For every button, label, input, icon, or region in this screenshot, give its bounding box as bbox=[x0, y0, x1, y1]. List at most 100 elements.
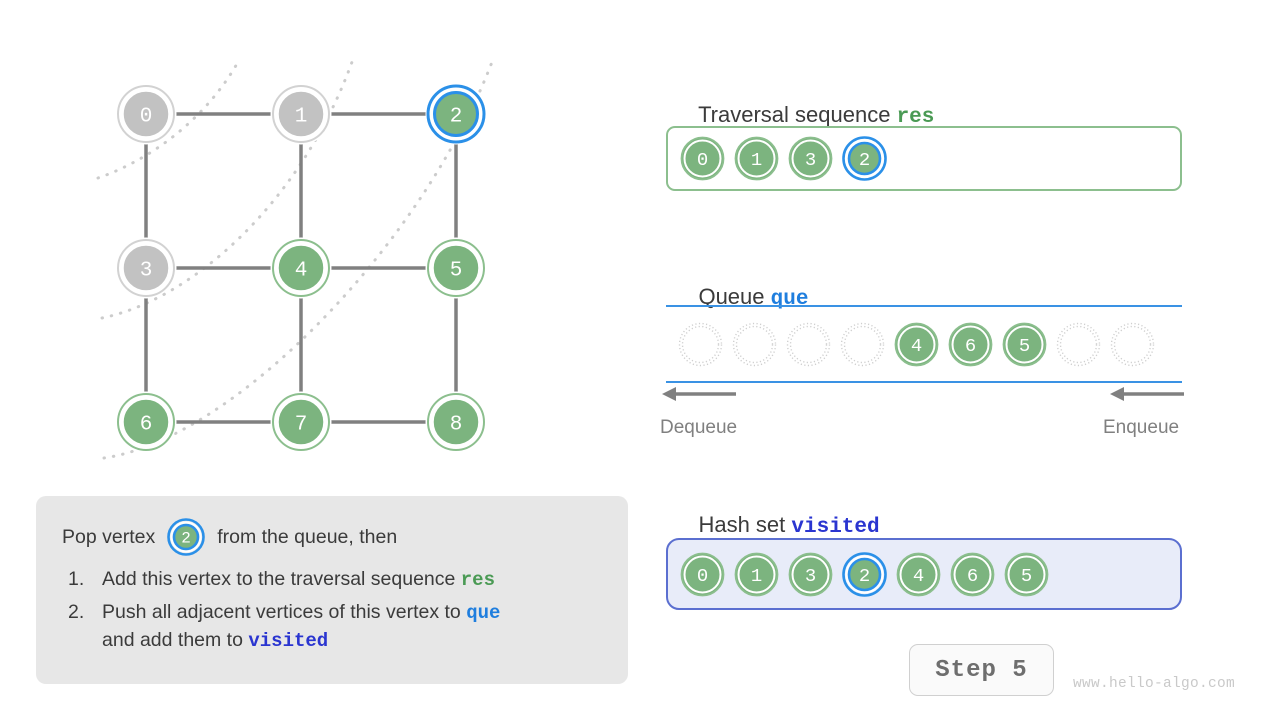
chip-label: 4 bbox=[913, 565, 924, 587]
visited-item[interactable]: 0 bbox=[680, 552, 725, 597]
res-item-graphic: 1 bbox=[734, 136, 779, 181]
chip-gap-ring bbox=[951, 325, 990, 363]
res-item-graphic: 2 bbox=[842, 136, 887, 181]
queue-empty-slot-graphic bbox=[1056, 322, 1101, 366]
chip-label: 5 bbox=[1019, 335, 1030, 357]
graph-node-8[interactable]: 8 bbox=[425, 391, 487, 453]
queue-rail-bottom bbox=[666, 381, 1182, 383]
chip-gap-ring bbox=[845, 554, 884, 594]
node-label: 0 bbox=[140, 106, 153, 129]
node-outer-ring bbox=[117, 393, 175, 451]
que-title-text: Queue bbox=[698, 284, 771, 309]
chip-label: 5 bbox=[1021, 565, 1032, 587]
queue-item[interactable]: 4 bbox=[894, 322, 939, 367]
node-body bbox=[431, 397, 481, 447]
node-label: 4 bbox=[295, 260, 308, 283]
queue-item-graphic: 5 bbox=[1002, 322, 1047, 366]
step2-text-line2: and add them to bbox=[102, 629, 249, 651]
res-item[interactable]: 3 bbox=[788, 136, 833, 181]
visited-item[interactable]: 5 bbox=[1004, 552, 1049, 597]
description-chip[interactable]: 2 bbox=[167, 518, 206, 561]
queue-empty-slot[interactable] bbox=[732, 322, 777, 367]
node-label: 7 bbox=[295, 414, 308, 437]
node-body bbox=[276, 89, 326, 139]
graph-node-3[interactable]: 3 bbox=[115, 237, 177, 299]
empty-slot-dotted-ring-1 bbox=[1113, 325, 1152, 363]
chip-gap-ring bbox=[1005, 325, 1044, 363]
enqueue-arrow-icon bbox=[1110, 387, 1184, 401]
graph-node-2[interactable]: 2 bbox=[425, 83, 487, 145]
chip-label: 3 bbox=[805, 565, 816, 587]
res-item[interactable]: 2 bbox=[842, 136, 887, 181]
visited-item-graphic: 5 bbox=[1004, 552, 1049, 596]
description-head-suffix: from the queue, then bbox=[217, 526, 398, 548]
node-outer-ring bbox=[427, 393, 485, 451]
chip-label: 3 bbox=[805, 149, 816, 171]
watermark: www.hello-algo.com bbox=[1073, 676, 1236, 692]
chip-body bbox=[847, 557, 882, 591]
node-body bbox=[121, 397, 171, 447]
node-label: 5 bbox=[450, 260, 463, 283]
node-label: 6 bbox=[140, 414, 153, 437]
chip-outer-ring bbox=[842, 136, 887, 181]
visited-item-graphic: 6 bbox=[950, 552, 995, 596]
chip-gap-ring bbox=[899, 555, 938, 593]
chip-label: 1 bbox=[751, 565, 762, 587]
graph-node-7[interactable]: 7 bbox=[270, 391, 332, 453]
queue-empty-slot[interactable] bbox=[786, 322, 831, 367]
res-item[interactable]: 1 bbox=[734, 136, 779, 181]
node-outer-ring bbox=[117, 239, 175, 297]
graph-node-5[interactable]: 5 bbox=[425, 237, 487, 299]
node-gap-ring bbox=[430, 88, 482, 140]
queue-empty-slot-graphic bbox=[678, 322, 723, 366]
queue-empty-slot[interactable] bbox=[1110, 322, 1155, 367]
chip-label: 2 bbox=[859, 565, 870, 587]
queue-item-graphic: 4 bbox=[894, 322, 939, 366]
node-outer-ring bbox=[427, 239, 485, 297]
res-item[interactable]: 0 bbox=[680, 136, 725, 181]
visited-item-graphic: 0 bbox=[680, 552, 725, 596]
visited-title-code: visited bbox=[791, 516, 880, 539]
chip-label: 0 bbox=[697, 565, 708, 587]
queue-item[interactable]: 5 bbox=[1002, 322, 1047, 367]
graph-node-6[interactable]: 6 bbox=[115, 391, 177, 453]
queue-empty-slot[interactable] bbox=[840, 322, 885, 367]
queue-empty-slot-graphic bbox=[732, 322, 777, 366]
queue-slots: 4 6 5 bbox=[666, 305, 1182, 383]
chip-label: 0 bbox=[697, 149, 708, 171]
empty-slot-dotted-ring-0 bbox=[1056, 322, 1101, 366]
chip-label: 6 bbox=[965, 335, 976, 357]
visited-item-graphic: 4 bbox=[896, 552, 941, 596]
step1-text: Add this vertex to the traversal sequenc… bbox=[102, 568, 461, 590]
dequeue-label: Dequeue bbox=[660, 417, 738, 438]
graph-node-0[interactable]: 0 bbox=[115, 83, 177, 145]
description-head-prefix: Pop vertex bbox=[62, 526, 156, 548]
node-outer-ring bbox=[272, 393, 330, 451]
empty-slot-dotted-ring-1 bbox=[735, 325, 774, 363]
graph-node-1[interactable]: 1 bbox=[270, 83, 332, 145]
chip-gap-ring bbox=[737, 555, 776, 593]
chip-gap-ring bbox=[953, 555, 992, 593]
queue-item[interactable]: 6 bbox=[948, 322, 993, 367]
node-body bbox=[121, 243, 171, 293]
visited-item[interactable]: 1 bbox=[734, 552, 779, 597]
graph-node-4[interactable]: 4 bbox=[270, 237, 332, 299]
visited-item[interactable]: 6 bbox=[950, 552, 995, 597]
queue-empty-slot[interactable] bbox=[1056, 322, 1101, 367]
queue-item-graphic: 6 bbox=[948, 322, 993, 366]
queue-rail-top bbox=[666, 305, 1182, 307]
visited-item[interactable]: 4 bbox=[896, 552, 941, 597]
visited-item[interactable]: 3 bbox=[788, 552, 833, 597]
node-body bbox=[276, 397, 326, 447]
node-body bbox=[431, 243, 481, 293]
description-headline: Pop vertex 2 from the queue, then bbox=[62, 518, 602, 556]
chip-label: 1 bbox=[751, 149, 762, 171]
description-step-2: Push all adjacent vertices of this verte… bbox=[62, 599, 602, 656]
queue-arrows bbox=[660, 382, 1190, 406]
visited-container: 0 1 3 2 4 6 5 bbox=[666, 538, 1182, 610]
description-steps: Add this vertex to the traversal sequenc… bbox=[62, 566, 602, 656]
queue-empty-slot[interactable] bbox=[678, 322, 723, 367]
visited-item[interactable]: 2 bbox=[842, 551, 887, 597]
empty-slot-dotted-ring-0 bbox=[732, 322, 777, 366]
